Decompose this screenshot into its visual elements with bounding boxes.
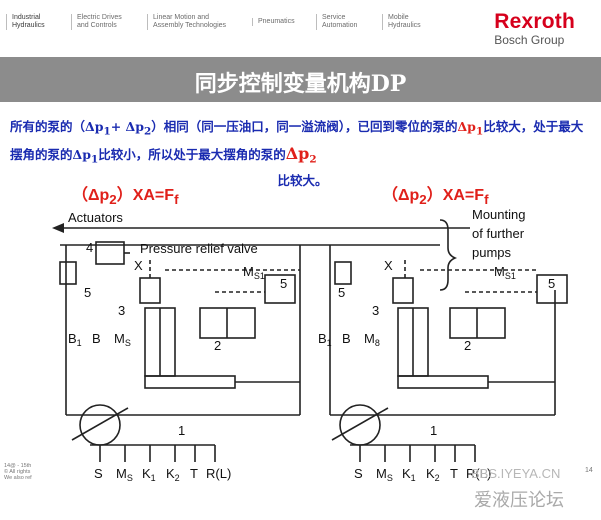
nav-item-line1: Linear Motion and: [153, 14, 210, 21]
label-b1-left: B1: [68, 331, 82, 348]
para-text-red: Δp: [457, 119, 476, 134]
para-text: 所有的泵的（Δp: [10, 119, 104, 134]
title-bar: 同步控制变量机构DP: [0, 57, 601, 102]
footer-line: 14@ - 15th: [4, 463, 32, 469]
label-t-right: T: [450, 466, 458, 481]
watermark-url: BBS.IYEYA.CN: [471, 466, 561, 481]
label-rl-left: R(L): [206, 466, 231, 481]
nav-item-mobile-hydraulics[interactable]: Mobile Hydraulics: [382, 14, 421, 30]
label-relief-valve: Pressure relief valve: [140, 241, 258, 256]
label-s-left: S: [94, 466, 103, 481]
explanation-paragraph: 所有的泵的（Δp1+ Δp2）相同（同一压油口，同一溢流阀），已回到零位的泵的Δ…: [10, 116, 595, 192]
eq-text: （Δp: [382, 187, 420, 204]
eq-sub: 2: [419, 192, 427, 208]
equation-right: （Δp2）XA=Ff: [382, 181, 489, 207]
label-b1-right: B1: [318, 331, 332, 348]
label-4: 4: [86, 240, 93, 255]
nav-item-industrial-hydraulics[interactable]: Industrial Hydraulics: [6, 14, 45, 30]
label-m8-right: M8: [364, 331, 380, 348]
label-k2-right: K2: [426, 466, 440, 483]
label-x-right: X: [384, 258, 393, 273]
label-5-right: 5: [338, 285, 345, 300]
equation-left: （Δp2）XA=Ff: [72, 181, 179, 207]
eq-text: （Δp: [72, 187, 110, 204]
para-text: + Δp: [110, 119, 144, 134]
label-3-right: 3: [372, 303, 379, 318]
nav-item-line1: Mobile: [388, 14, 409, 21]
label-b-right: B: [342, 331, 351, 346]
page-number: 14: [585, 467, 593, 474]
label-t-left: T: [190, 466, 198, 481]
nav-item-line1: Industrial: [12, 14, 41, 21]
top-navigation: Industrial Hydraulics Electric Drives an…: [0, 0, 601, 56]
watermark-cn: 爱液压论坛: [474, 490, 564, 511]
label-rl-right: R(L): [466, 466, 491, 481]
label-1-right: 1: [430, 423, 437, 438]
label-b-left: B: [92, 331, 101, 346]
label-ms-left: MS: [114, 331, 131, 348]
label-k1-left: K1: [142, 466, 156, 483]
para-sub: 1: [90, 153, 99, 165]
label-mounting-1: Mounting: [472, 207, 525, 222]
footer-copyright: 14@ - 15th © All rights We also ref: [4, 463, 32, 481]
label-5-right-b: 5: [548, 276, 555, 291]
label-x-left: X: [134, 258, 143, 273]
nav-item-line2: Automation: [322, 22, 358, 29]
hydraulic-schematic: Actuators Pressure relief valve Mounting…: [52, 207, 568, 483]
label-ms-bottom-right: MS: [376, 466, 393, 483]
eq-sub: f: [174, 192, 179, 208]
eq-text: ）XA=F: [116, 187, 175, 204]
label-k1-right: K1: [402, 466, 416, 483]
label-s-right: S: [354, 466, 363, 481]
nav-item-service-automation[interactable]: Service Automation: [316, 14, 357, 30]
para-text: ）相同（同一压油口，同一溢流阀），已回到零位的泵的: [151, 119, 458, 134]
nav-item-line2: Hydraulics: [12, 22, 45, 29]
para-text: 比较大。: [277, 173, 328, 188]
nav-item-line1: Pneumatics: [258, 18, 295, 25]
label-ms1-right: MS1: [494, 264, 516, 281]
label-3-left: 3: [118, 303, 125, 318]
para-sub: 2: [143, 125, 152, 138]
para-sub: 2: [309, 153, 317, 165]
nav-item-line1: Service: [322, 14, 346, 21]
nav-item-line2: Hydraulics: [388, 22, 421, 29]
para-text-red: Δp: [285, 143, 310, 163]
para-text: 比较小，所以处于最大摆角的泵的: [98, 146, 286, 162]
para-sub: 1: [475, 125, 484, 138]
label-2-right: 2: [464, 338, 471, 353]
rexroth-logo: Rexroth Bosch Group: [494, 10, 575, 47]
footer-line: © All rights: [4, 469, 31, 475]
nav-item-linear-motion[interactable]: Linear Motion and Assembly Technologies: [147, 14, 226, 30]
label-1-left: 1: [178, 423, 185, 438]
nav-item-line2: and Controls: [77, 22, 117, 29]
eq-sub: 2: [109, 192, 117, 208]
label-5-left-b: 5: [280, 276, 287, 291]
label-mounting-3: pumps: [472, 245, 512, 260]
nav-item-line2: Assembly Technologies: [153, 22, 227, 29]
para-sub: 1: [103, 125, 111, 138]
label-mounting-2: of further: [472, 226, 525, 241]
label-k2-left: K2: [166, 466, 180, 483]
eq-sub: f: [484, 192, 489, 208]
label-ms1-left: MS1: [243, 264, 265, 281]
page-title: 同步控制变量机构DP: [194, 71, 407, 97]
label-2-left: 2: [214, 338, 221, 353]
label-ms-bottom-left: MS: [116, 466, 133, 483]
footer-line: We also ref: [4, 475, 32, 481]
eq-text: ）XA=F: [426, 187, 485, 204]
nav-item-pneumatics[interactable]: Pneumatics: [252, 18, 295, 26]
para-text: 比较大，处于最大摆角的泵的Δp: [10, 119, 584, 162]
label-actuators: Actuators: [68, 210, 123, 225]
logo-group: Bosch Group: [494, 33, 565, 47]
logo-brand: Rexroth: [494, 10, 575, 33]
label-5-left: 5: [84, 285, 91, 300]
nav-item-line1: Electric Drives: [77, 14, 122, 21]
nav-item-electric-drives[interactable]: Electric Drives and Controls: [71, 14, 122, 30]
